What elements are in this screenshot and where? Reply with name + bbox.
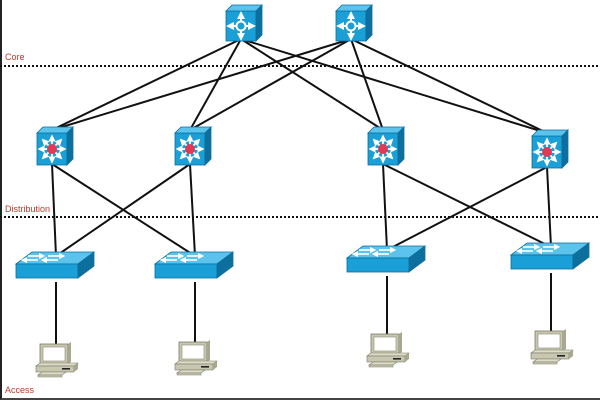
link-dist1-acc1 [51,163,57,257]
access-switch-acc1[interactable] [14,251,96,279]
access-switch-acc2[interactable] [153,251,235,279]
l2-switch-arrows-icon [20,252,66,264]
l2-switch-arrows-icon [351,246,397,258]
layer-label-distribution: Distribution [5,204,51,214]
link-core2-dist2 [189,38,352,131]
link-core2-dist1 [51,38,352,131]
workstation-pc1[interactable] [35,342,79,378]
link-dist4-acc4 [546,166,552,248]
core-router-core1[interactable] [225,4,263,42]
link-core2-dist3 [350,38,384,131]
computer-icon [530,329,574,365]
l2-switch-arrows-icon [159,252,205,264]
link-core1-dist3 [240,38,384,131]
link-core2-dist4 [350,38,548,134]
router-arrows-icon [226,11,256,41]
link-dist3-acc3 [382,163,388,251]
computer-icon [35,342,79,378]
workstation-pc3[interactable] [366,332,410,368]
layer-label-core: Core [5,52,25,62]
distribution-switch-dist3[interactable] [367,126,405,166]
workstation-pc4[interactable] [530,329,574,365]
link-core1-dist1 [51,38,242,131]
link-core1-dist2 [189,38,242,131]
core-router-core2[interactable] [335,4,373,42]
access-switch-acc3[interactable] [345,245,427,273]
router-arrows-icon [336,11,366,41]
distribution-switch-dist2[interactable] [174,126,212,166]
link-dist2-acc2 [189,163,196,257]
link-dist2-acc1 [55,163,191,257]
computer-icon [174,340,218,376]
computer-icon [366,332,410,368]
access-switch-acc4[interactable] [509,242,591,270]
link-dist4-acc3 [386,166,548,251]
l2-switch-arrows-icon [515,243,561,255]
l3-switch-star-icon [368,134,398,164]
l3-switch-star-icon [37,134,67,164]
l3-switch-star-icon [175,134,205,164]
link-core1-dist4 [240,38,548,134]
workstation-pc2[interactable] [174,340,218,376]
distribution-switch-dist1[interactable] [36,126,74,166]
distribution-switch-dist4[interactable] [531,129,569,169]
l3-switch-star-icon [532,137,562,167]
layer-label-access: Access [5,385,35,395]
link-dist3-acc4 [382,163,552,248]
